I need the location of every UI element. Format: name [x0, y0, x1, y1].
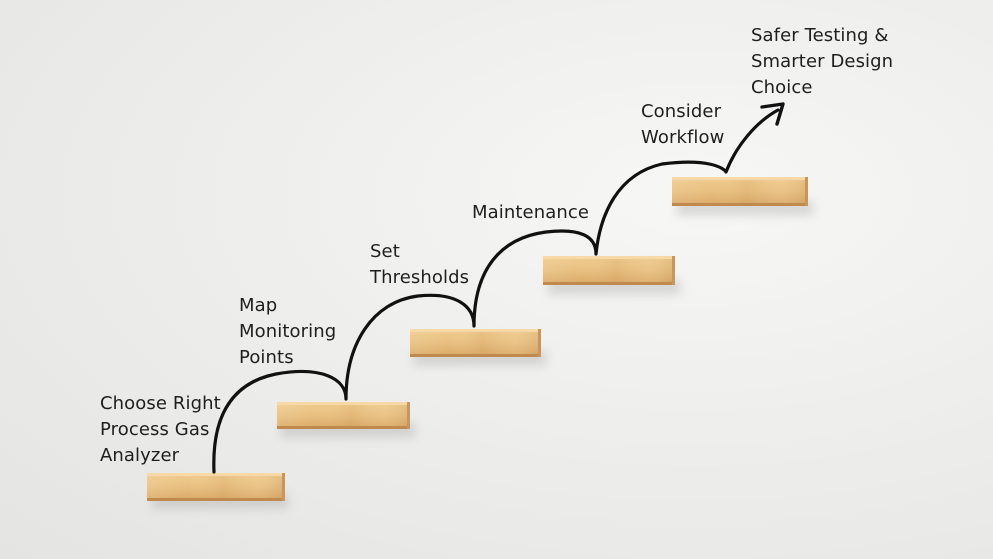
- step-label-consider-workflow: Consider Workflow: [641, 101, 725, 148]
- step-block-2: [277, 402, 410, 429]
- step-block-4: [543, 256, 675, 285]
- progress-path-line: [212, 108, 780, 474]
- step-label-maintenance: Maintenance: [472, 202, 590, 223]
- step-block-5: [672, 177, 808, 206]
- step-label-choose-analyzer: Choose Right Process Gas Analyzer: [100, 393, 221, 466]
- step-block-1: [147, 473, 285, 501]
- step-label-map-monitoring: Map Monitoring Points: [239, 295, 337, 368]
- step-label-safer-testing: Safer Testing & Smarter Design Choice: [751, 25, 894, 98]
- step-block-3: [410, 329, 541, 357]
- arrow-icon: [760, 102, 785, 126]
- step-label-set-thresholds: Set Thresholds: [370, 241, 470, 288]
